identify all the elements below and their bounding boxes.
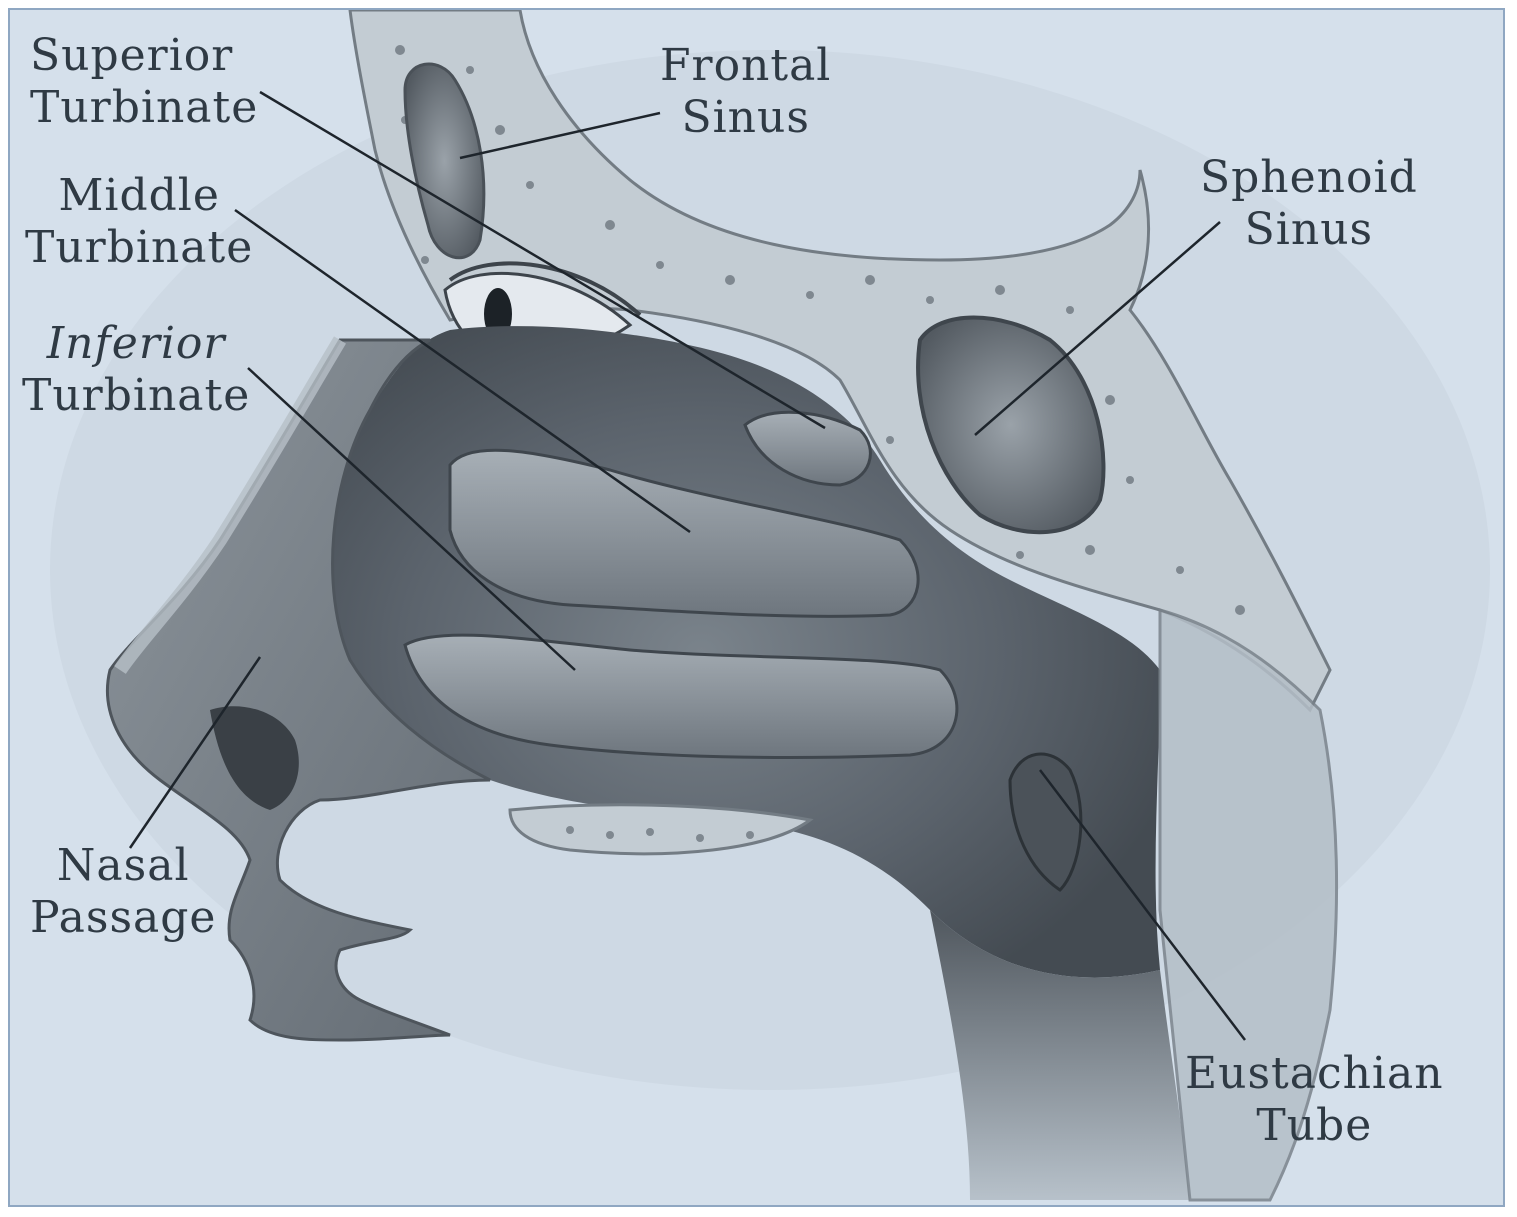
label-nasal-passage: Nasal Passage: [30, 840, 216, 944]
nasal-passage-line-1: Nasal: [30, 840, 216, 892]
sphenoid-sinus-line-2: Sinus: [1200, 204, 1418, 256]
label-superior-turbinate: Superior Turbinate: [30, 30, 258, 134]
label-frontal-sinus: Frontal Sinus: [660, 40, 831, 144]
superior-turbinate-line-1: Superior: [30, 30, 258, 82]
inferior-turbinate-line-1: Inferior: [22, 318, 250, 370]
label-eustachian-tube: Eustachian Tube: [1185, 1048, 1444, 1152]
sphenoid-sinus-line-1: Sphenoid: [1200, 152, 1418, 204]
frontal-sinus-line-2: Sinus: [660, 92, 831, 144]
eustachian-tube-line-1: Eustachian: [1185, 1048, 1444, 1100]
frontal-sinus-line-1: Frontal: [660, 40, 831, 92]
nasal-passage-line-2: Passage: [30, 892, 216, 944]
label-middle-turbinate: Middle Turbinate: [25, 170, 253, 274]
superior-turbinate-line-2: Turbinate: [30, 82, 258, 134]
eustachian-tube-line-2: Tube: [1185, 1100, 1444, 1152]
label-inferior-turbinate: Inferior Turbinate: [22, 318, 250, 422]
diagram-frame: Superior Turbinate Frontal Sinus Middle …: [8, 8, 1505, 1207]
middle-turbinate-line-2: Turbinate: [25, 222, 253, 274]
label-sphenoid-sinus: Sphenoid Sinus: [1200, 152, 1418, 256]
inferior-turbinate-line-2: Turbinate: [22, 370, 250, 422]
middle-turbinate-line-1: Middle: [25, 170, 253, 222]
